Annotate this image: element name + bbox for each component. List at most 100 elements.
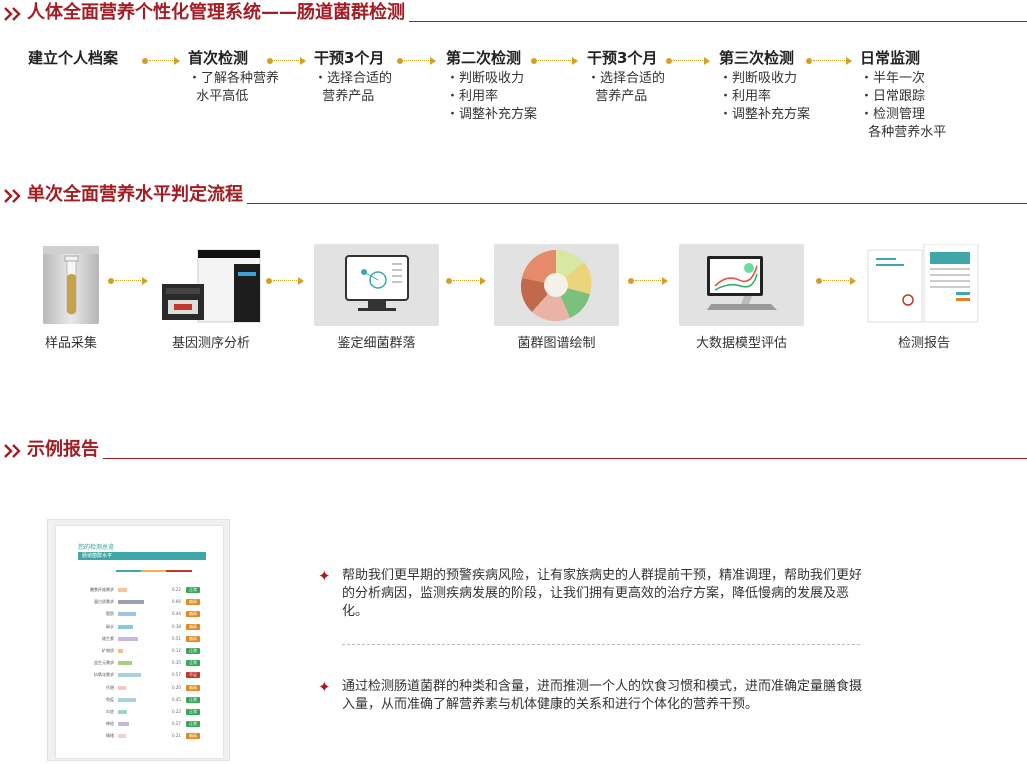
dotted-arrow-icon	[397, 56, 436, 66]
report-row-label: 维生素	[102, 635, 114, 643]
circular-tree-image	[494, 244, 619, 326]
report-row-value: 0.22	[172, 586, 181, 594]
timeline-step-title: 第三次检测	[719, 48, 810, 68]
report-row-bar	[118, 686, 126, 690]
section-header-process: 单次全面营养水平判定流程	[0, 182, 1027, 206]
benefit-item-1: ✦ 帮助我们更早期的预警疾病风险，让有家族病史的人群提前干预，精准调理，帮助我们…	[318, 567, 863, 621]
report-row-value: 0.27	[172, 720, 181, 728]
report-row-label: 益生元需求	[94, 659, 114, 667]
process-step-sample: 样品采集	[40, 244, 102, 326]
timeline-step: 建立个人档案	[28, 48, 118, 68]
benefit-text: 帮助我们更早期的预警疾病风险，让有家族病史的人群提前干预，精准调理，帮助我们更好…	[342, 567, 863, 621]
double-chevron-icon	[2, 441, 24, 461]
report-row: 矿物质 0.12 正常	[64, 647, 214, 655]
report-row: 情绪 0.21 偏高	[64, 732, 214, 740]
report-row-badge: 正常	[186, 648, 200, 654]
report-row-label: 脂肪	[106, 610, 114, 618]
process-label: 大数据模型评估	[679, 332, 804, 351]
report-row-badge: 偏高	[186, 624, 200, 630]
report-row-bar	[118, 673, 141, 677]
report-row: 代谢 0.20 偏高	[64, 684, 214, 692]
timeline-detail-line: ・判断吸收力	[446, 70, 537, 88]
double-chevron-icon	[2, 186, 24, 206]
report-row-value: 0.21	[172, 732, 181, 740]
timeline-step-details: ・了解各种营养 水平高低	[188, 70, 279, 106]
report-row-badge: 正常	[186, 587, 200, 593]
report-row-badge: 偏高	[186, 599, 200, 605]
report-row-value: 0.66	[172, 598, 181, 606]
timeline-detail-line: ・日常跟踪	[860, 88, 946, 106]
timeline-detail-line: 营养产品	[314, 88, 392, 106]
report-row-badge: 正常	[186, 660, 200, 666]
report-row-label: 情绪	[106, 732, 114, 740]
process-label: 基因测序分析	[160, 332, 262, 351]
benefit-text: 通过检测肠道菌群的种类和含量，进而推测一个人的饮食习惯和模式，进而准确定量膳食摄…	[342, 678, 863, 714]
timeline-detail-line: ・选择合适的	[587, 70, 665, 88]
report-scale-bar	[116, 570, 192, 572]
report-row-badge: 偏高	[186, 636, 200, 642]
report-row-label: 蛋白质需求	[94, 598, 114, 606]
dotted-arrow-icon	[446, 276, 486, 286]
timeline-detail-line: 营养产品	[587, 88, 665, 106]
timeline-step-details: ・选择合适的 营养产品	[314, 70, 392, 106]
dotted-arrow-icon	[266, 276, 304, 286]
report-row-bar	[118, 649, 123, 653]
timeline-step-details: ・判断吸收力・利用率・调整补充方案	[446, 70, 537, 124]
report-row-value: 0.20	[172, 684, 181, 692]
timeline-step-title: 干预3个月	[314, 48, 392, 68]
report-row-bar	[118, 612, 136, 616]
report-row-label: 炎症	[106, 708, 114, 716]
process-step-sequencing: 基因测序分析	[160, 244, 262, 326]
report-row-bar	[118, 698, 136, 702]
timeline-step-title: 第二次检测	[446, 48, 537, 68]
timeline-detail-line: ・选择合适的	[314, 70, 392, 88]
report-row-label: 代谢	[106, 684, 114, 692]
report-row-value: 0.45	[172, 696, 181, 704]
timeline-step: 第三次检测・判断吸收力・利用率・调整补充方案	[719, 48, 810, 124]
process-step-report: 检测报告	[862, 244, 986, 326]
dotted-arrow-icon	[267, 56, 306, 66]
monitor-analysis-image	[314, 244, 439, 326]
process-label: 检测报告	[862, 332, 986, 351]
report-row-badge: 正常	[186, 709, 200, 715]
four-point-star-icon: ✦	[318, 679, 331, 695]
timeline-detail-line: 各种营养水平	[860, 124, 946, 142]
report-heading: 您的检测总览	[78, 542, 114, 551]
report-row-value: 0.35	[172, 659, 181, 667]
report-row-bar	[118, 710, 127, 714]
process-step-model: 大数据模型评估	[679, 244, 804, 326]
report-row: 脂肪 0.44 偏高	[64, 610, 214, 618]
section-title: 示例报告	[27, 439, 99, 461]
section-rule	[247, 203, 1027, 204]
report-row-value: 0.44	[172, 610, 181, 618]
report-row-bar	[118, 734, 126, 738]
dotted-arrow-icon	[531, 56, 578, 66]
report-row-label: 矿物质	[102, 647, 114, 655]
report-row-label: 膳食纤维需求	[90, 586, 114, 594]
report-row-value: 0.12	[172, 647, 181, 655]
section-title: 人体全面营养个性化管理系统——肠道菌群检测	[27, 2, 405, 24]
timeline-step-details: ・选择合适的 营养产品	[587, 70, 665, 106]
dotted-arrow-icon	[666, 56, 710, 66]
timeline-detail-line: ・利用率	[446, 88, 537, 106]
report-row-value: 0.38	[172, 623, 181, 631]
report-row-badge: 偏高	[186, 685, 200, 691]
timeline-step-details: ・半年一次・日常跟踪・检测管理 各种营养水平	[860, 70, 946, 142]
report-row-badge: 不足	[186, 672, 200, 678]
report-row-badge: 正常	[186, 721, 200, 727]
report-row-bar	[118, 661, 132, 665]
process-label: 样品采集	[40, 332, 102, 351]
report-row-badge: 偏高	[186, 733, 200, 739]
report-row-badge: 正常	[186, 697, 200, 703]
report-row-badge: 偏高	[186, 611, 200, 617]
report-row: 益生元需求 0.35 正常	[64, 659, 214, 667]
double-chevron-icon	[2, 4, 24, 24]
timeline-step: 日常监测・半年一次・日常跟踪・检测管理 各种营养水平	[860, 48, 946, 142]
